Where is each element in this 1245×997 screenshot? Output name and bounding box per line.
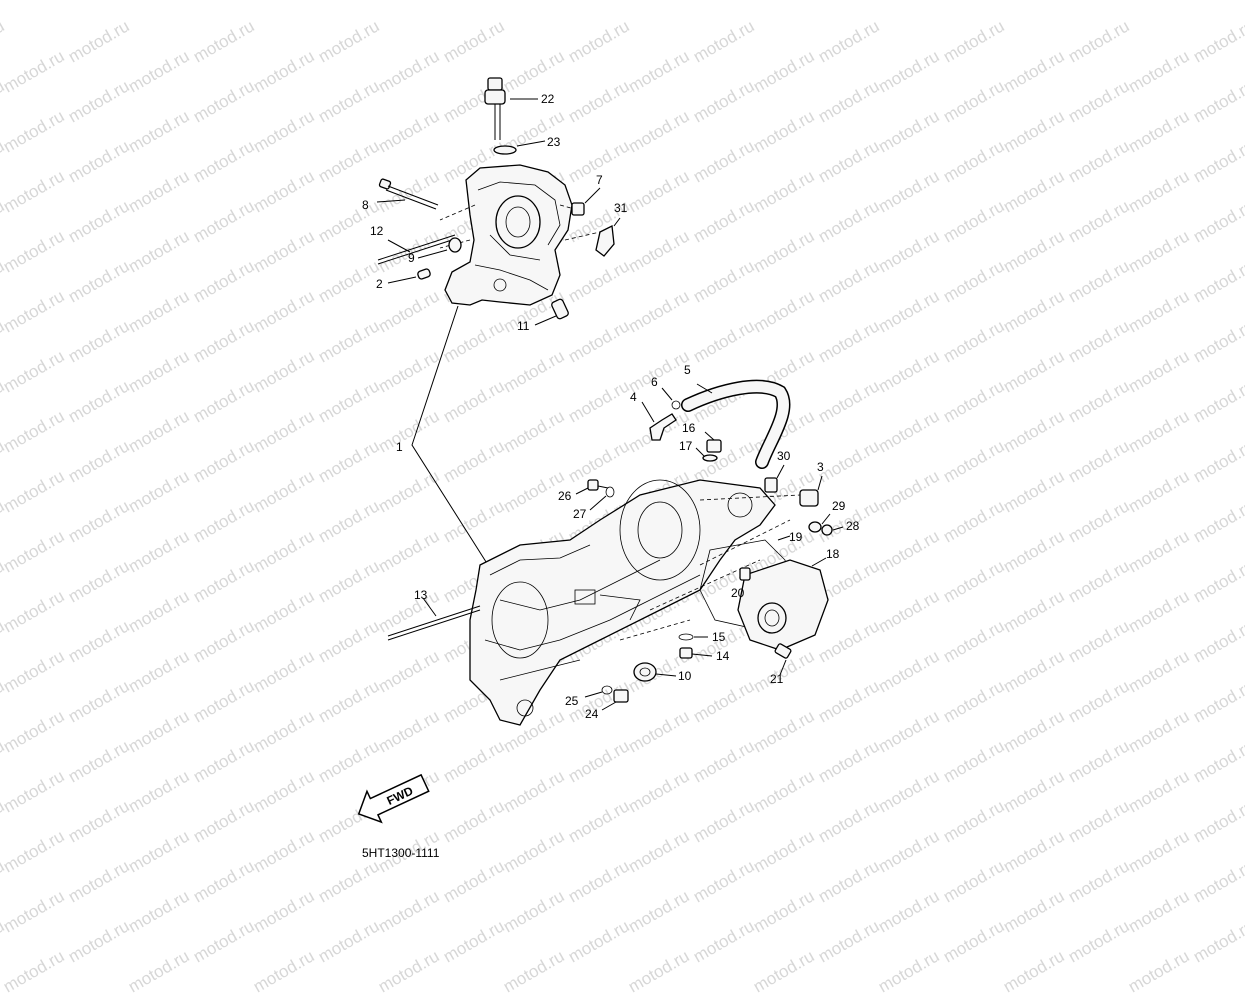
callout-9: 9 [408, 251, 415, 265]
watermark-text: motod.ru [1125, 946, 1193, 997]
cap-part-30 [764, 464, 785, 493]
watermark-text: motod.ru [1000, 946, 1068, 997]
watermark-text: motod.ru [500, 946, 568, 997]
dowel-pin-part-2 [387, 268, 431, 284]
callout-7: 7 [596, 173, 603, 187]
leader-line-part-1 [411, 305, 489, 566]
hose-part-5 [681, 379, 791, 469]
bolt-part-8 [376, 178, 439, 210]
watermark-text: motod.ru [125, 946, 193, 997]
callout-25: 25 [565, 694, 579, 708]
plug-part-16 [704, 431, 722, 453]
watermark-text: motod.ru [375, 946, 443, 997]
elbow-part-4 [641, 401, 677, 441]
seal-part-17 [695, 447, 718, 462]
watermark-text: motod.ru [750, 946, 818, 997]
seal-part-10 [633, 662, 677, 682]
callout-20: 20 [731, 586, 745, 600]
o-ring-part-23 [493, 140, 546, 155]
callout-26: 26 [558, 489, 572, 503]
callout-8: 8 [362, 198, 369, 212]
callout-14: 14 [716, 649, 730, 663]
callout-12: 12 [370, 224, 384, 238]
dipstick-part-22 [484, 77, 538, 140]
callout-4: 4 [630, 390, 637, 404]
watermark-text: motod.ru [0, 946, 68, 997]
callout-3: 3 [817, 460, 824, 474]
plate-part-31 [595, 217, 621, 257]
callout-2: 2 [376, 277, 383, 291]
callout-18: 18 [826, 547, 840, 561]
callout-15: 15 [712, 630, 726, 644]
pin-part-20 [739, 567, 751, 581]
bolt-part-14 [679, 647, 713, 659]
transmission-case [469, 479, 801, 726]
callout-21: 21 [770, 672, 784, 686]
callout-22: 22 [541, 92, 555, 106]
cover-part-18 [737, 557, 829, 651]
bolt-part-12 [377, 234, 456, 265]
callout-10: 10 [678, 669, 692, 683]
callout-31: 31 [614, 201, 628, 215]
watermark-text: motod.ru [875, 946, 943, 997]
pin-part-11 [534, 298, 569, 326]
forward-direction-arrow: FWD [357, 773, 430, 824]
crankcase-exploded-diagram: FWD 22 23 7 8 31 12 9 2 11 6 5 4 16 1 17… [357, 77, 860, 860]
callout-6: 6 [651, 375, 658, 389]
callout-11: 11 [517, 319, 530, 333]
watermark-text: motod.ru [625, 946, 693, 997]
washer-part-15 [678, 633, 708, 641]
drain-bolt-part-24 [601, 689, 629, 711]
watermark-text: motod.ru [250, 946, 318, 997]
callout-5: 5 [684, 363, 691, 377]
callout-13: 13 [414, 588, 428, 602]
washer-part-25 [584, 685, 613, 698]
washer-part-29 [808, 513, 831, 533]
diagram-code: 5HT1300-1111 [362, 846, 440, 860]
callout-19: 19 [789, 530, 803, 544]
callout-1: 1 [396, 440, 403, 454]
nut-part-28 [821, 524, 844, 536]
bush-part-3 [799, 475, 823, 507]
bolt-part-13 [387, 597, 481, 641]
callout-17: 17 [679, 439, 693, 453]
callout-labels: 22 23 7 8 31 12 9 2 11 6 5 4 16 1 17 30 … [362, 92, 860, 721]
callout-27: 27 [573, 507, 587, 521]
callout-16: 16 [682, 421, 696, 435]
bolt-part-26 [575, 479, 609, 495]
washer-part-27 [589, 486, 615, 511]
callout-23: 23 [547, 135, 561, 149]
callout-30: 30 [777, 449, 791, 463]
clip-part-6 [661, 387, 681, 410]
callout-24: 24 [585, 707, 599, 721]
oil-seal-part-9 [417, 237, 462, 259]
crankcase-left-half [439, 164, 601, 306]
bush-part-7 [571, 187, 601, 216]
bolt-part-21 [774, 643, 792, 676]
callout-28: 28 [846, 519, 860, 533]
callout-29: 29 [832, 499, 846, 513]
